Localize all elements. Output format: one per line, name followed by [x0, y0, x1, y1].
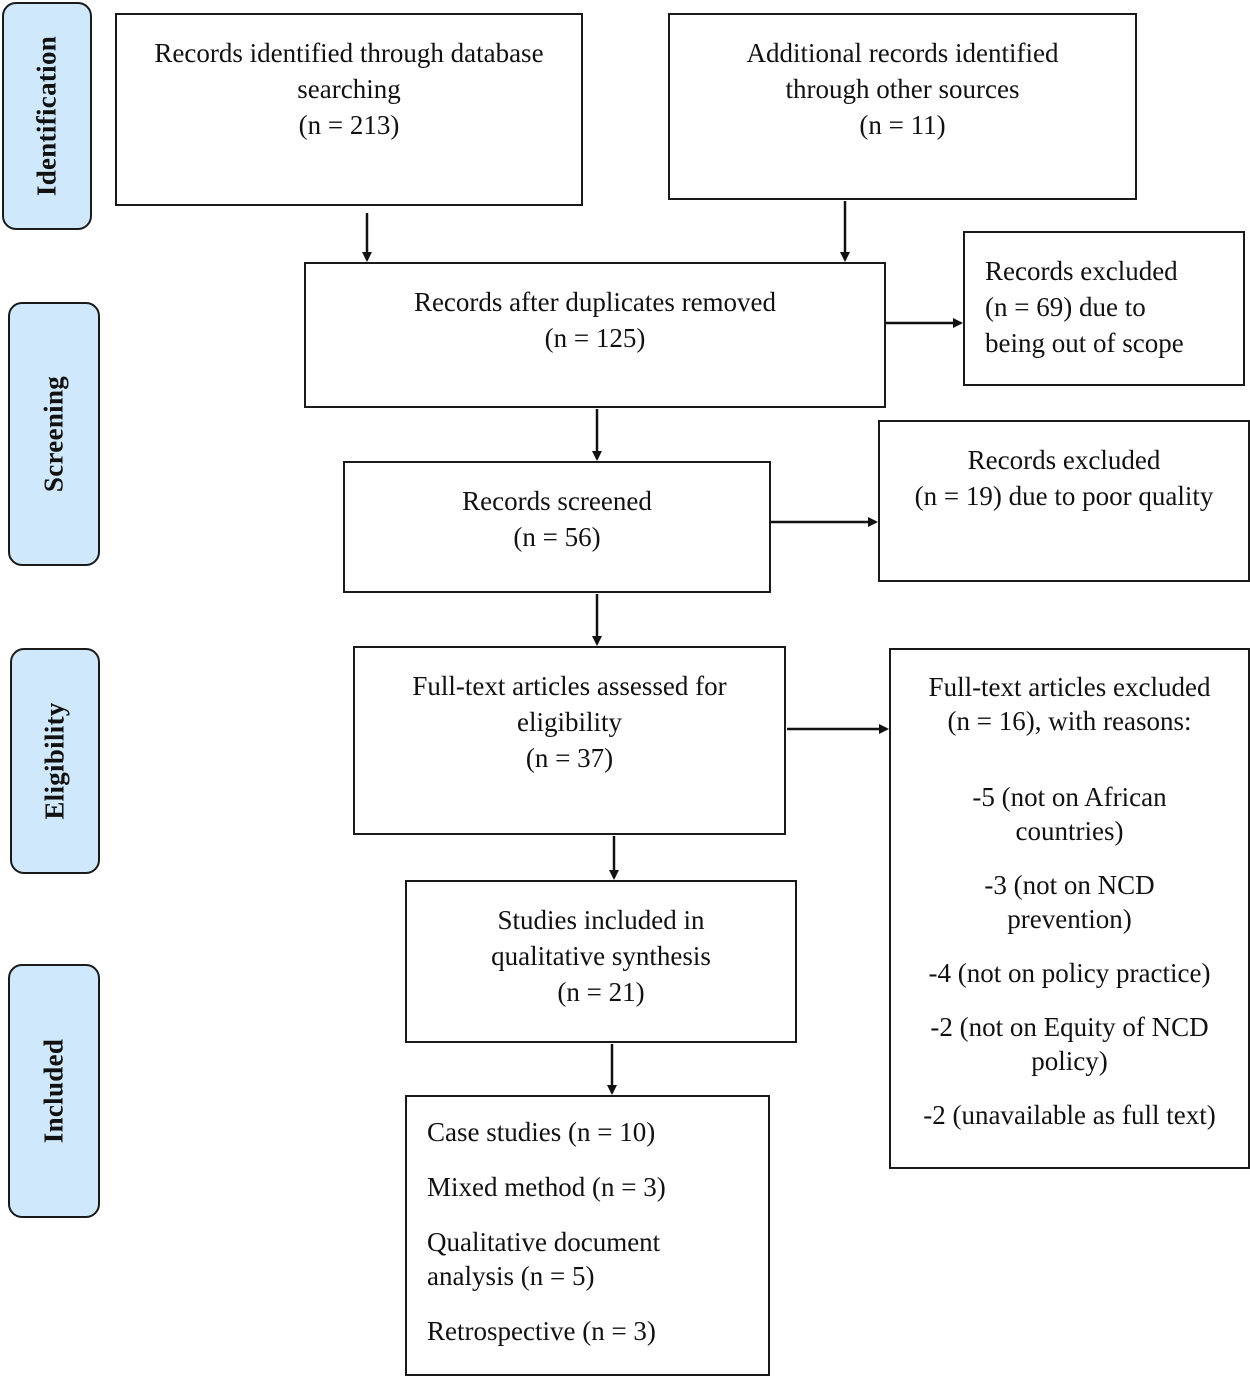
text-line: (n = 56) — [513, 522, 601, 552]
text-line: Records excluded — [967, 445, 1161, 475]
text-line: searching — [297, 74, 401, 104]
box-fulltext-excluded: Full-text articles excluded (n = 16), wi… — [889, 648, 1250, 1169]
text-line: qualitative synthesis — [491, 941, 711, 971]
reason-line: -5 (not on African — [972, 782, 1167, 812]
text-line: Additional records identified — [746, 38, 1059, 68]
text-line: (n = 37) — [525, 743, 614, 773]
box-records-screened: Records screened (n = 56) — [343, 461, 771, 593]
text-line: Studies included in — [497, 905, 705, 935]
box-other-sources: Additional records identified through ot… — [668, 13, 1137, 200]
reason-line: -4 (not on policy practice) — [928, 958, 1211, 988]
box-excluded-scope: Records excluded (n = 69) due to being o… — [963, 231, 1245, 386]
box-fulltext-assessed: Full-text articles assessed for eligibil… — [353, 646, 786, 835]
text-line: (n = 125) — [544, 323, 646, 353]
text-line: Records identified through database — [154, 38, 544, 68]
box-duplicates-removed: Records after duplicates removed (n = 12… — [304, 262, 886, 408]
text-line: Records excluded — [985, 256, 1178, 286]
phase-included: Included — [8, 964, 100, 1218]
phase-identification: Identification — [2, 2, 92, 230]
text-line: being out of scope — [985, 328, 1184, 358]
text-line: Records screened — [462, 486, 652, 516]
text-line: (n = 21) — [557, 977, 645, 1007]
reason-line: prevention) — [1007, 904, 1132, 934]
reason-line: policy) — [1031, 1046, 1108, 1076]
phase-eligibility: Eligibility — [10, 648, 100, 874]
text-line: Full-text articles assessed for — [412, 671, 727, 701]
text-line: (n = 19) due to poor quality — [914, 481, 1214, 511]
box-database-records: Records identified through database sear… — [115, 13, 583, 206]
reason-line: countries) — [1015, 816, 1124, 846]
box-excluded-quality: Records excluded (n = 19) due to poor qu… — [878, 420, 1250, 582]
text-line: (n = 69) due to — [985, 292, 1146, 322]
reason-line: -2 (not on Equity of NCD — [930, 1012, 1209, 1042]
study-type-line: Qualitative document — [427, 1227, 661, 1257]
text-line: through other sources — [785, 74, 1020, 104]
text-line: Records after duplicates removed — [413, 287, 777, 317]
text-line: (n = 11) — [859, 110, 946, 140]
study-type-line: Mixed method (n = 3) — [427, 1172, 666, 1202]
study-type-line: Retrospective (n = 3) — [427, 1316, 656, 1346]
reason-line: -3 (not on NCD — [984, 870, 1155, 900]
phase-screening: Screening — [8, 302, 100, 566]
text-line: Full-text articles excluded — [928, 672, 1211, 702]
text-line: eligibility — [517, 707, 622, 737]
box-study-types: Case studies (n = 10) Mixed method (n = … — [405, 1095, 770, 1376]
box-qualitative-synthesis: Studies included in qualitative synthesi… — [405, 880, 797, 1043]
study-type-line: Case studies (n = 10) — [427, 1117, 656, 1147]
reason-line: -2 (unavailable as full text) — [923, 1100, 1216, 1130]
text-line: (n = 16), with reasons: — [947, 706, 1192, 736]
text-line: (n = 213) — [298, 110, 400, 140]
study-type-line: analysis (n = 5) — [427, 1261, 595, 1291]
